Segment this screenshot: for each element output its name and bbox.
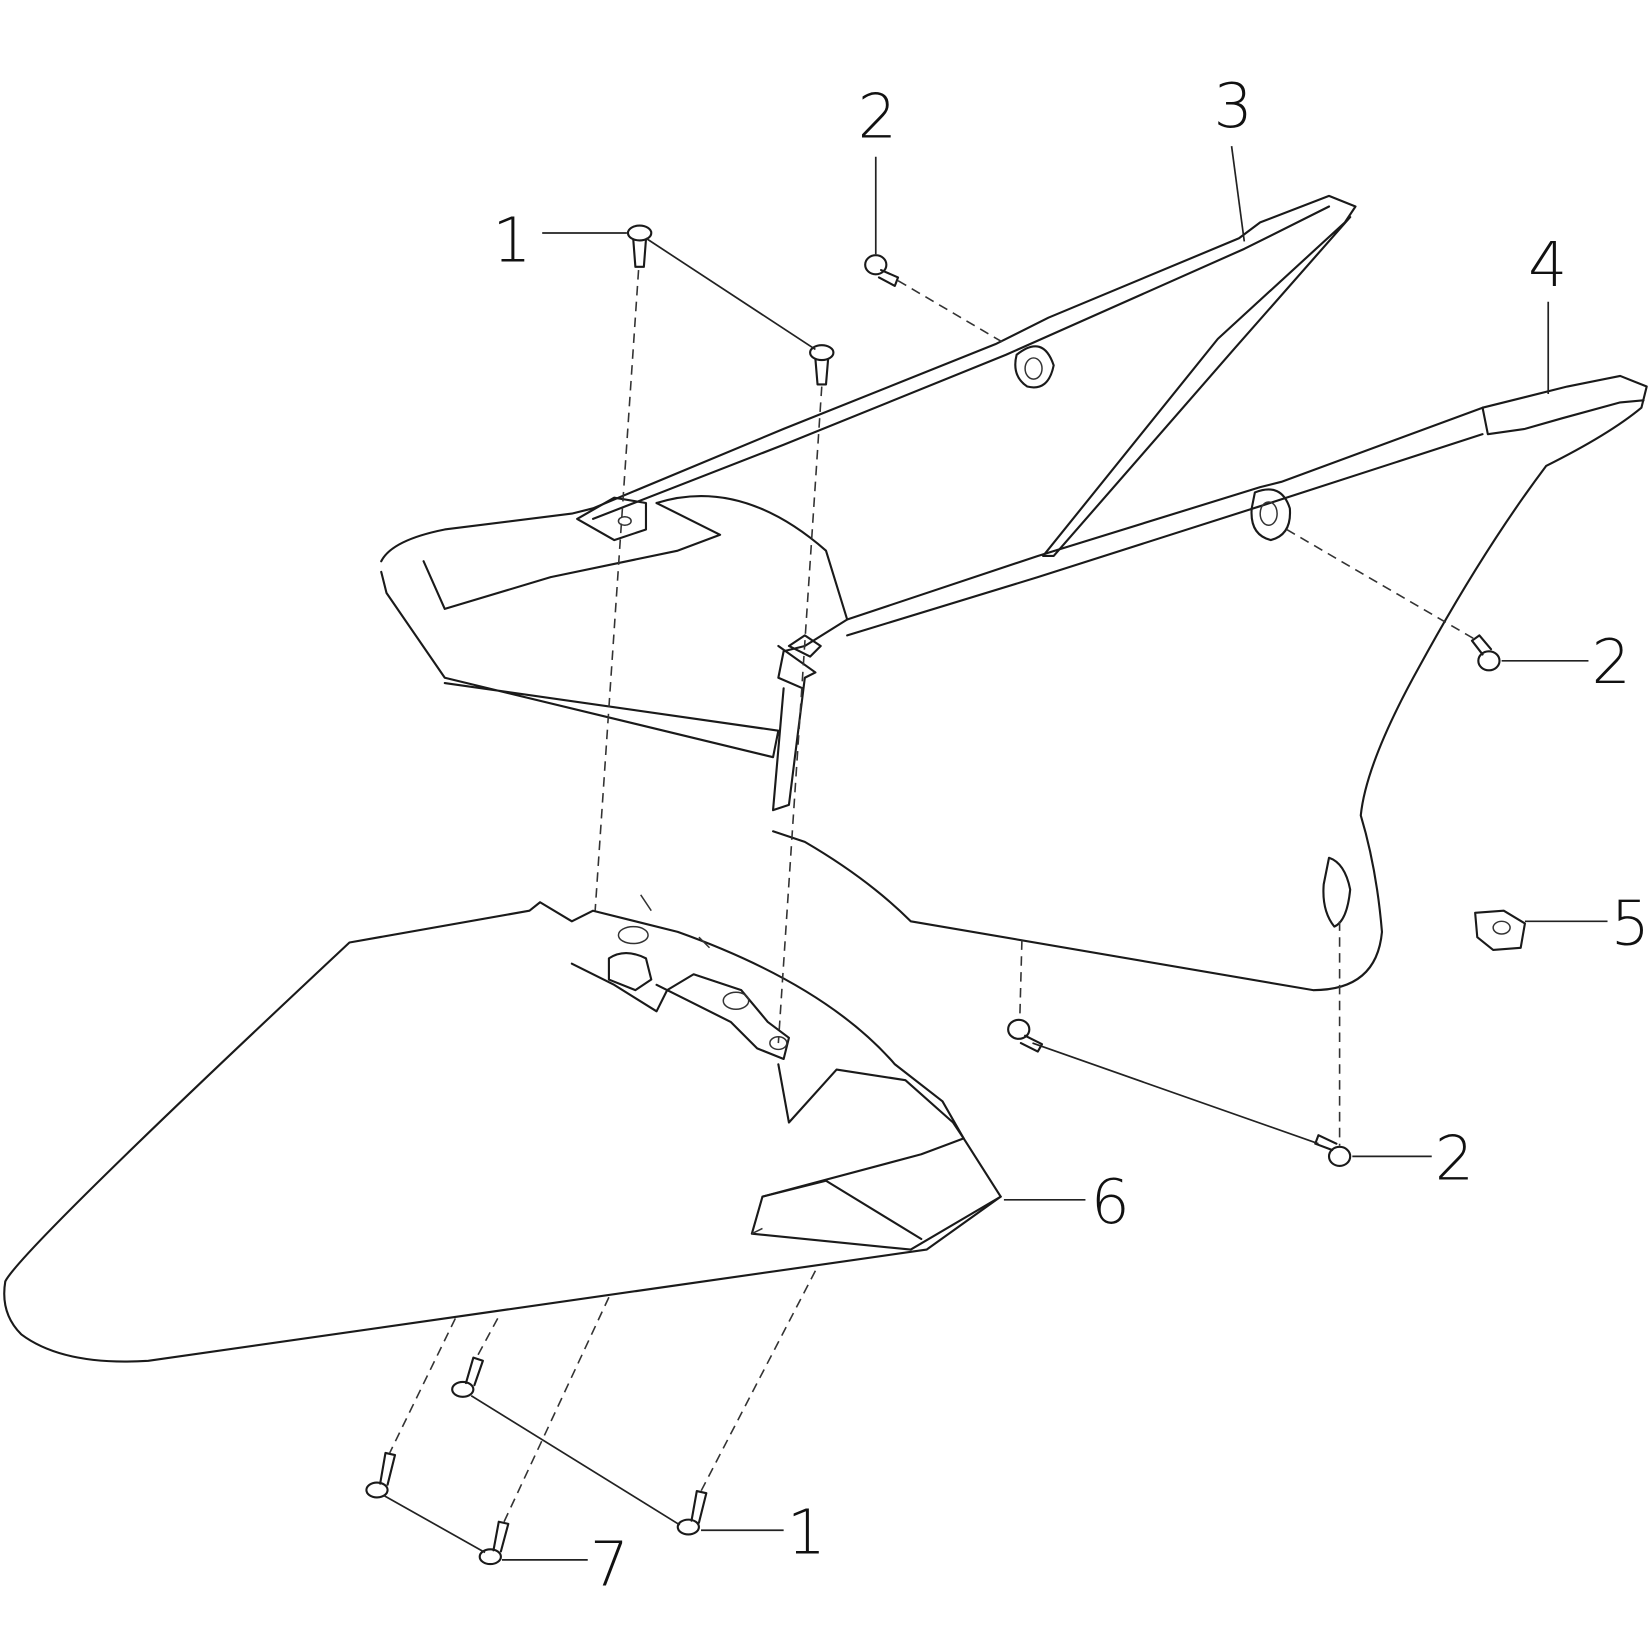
bolt-2-bottom [1314, 1134, 1352, 1167]
leader-lines [501, 146, 1608, 1561]
callout-2-right: 2 [1592, 627, 1631, 698]
part-3-inner-frame [380, 194, 1357, 812]
screw-1-bottom-a [451, 1356, 484, 1398]
callout-2-top: 2 [858, 82, 897, 153]
screw-1-top-a [626, 224, 653, 268]
bolt-2-top [864, 254, 900, 287]
callout-4: 4 [1528, 230, 1567, 301]
screw-1-top-b [809, 344, 835, 386]
callout-6: 6 [1091, 1167, 1130, 1238]
callout-7: 7 [590, 1529, 629, 1600]
fasteners [365, 224, 1526, 1566]
bolt-2-mid [1007, 1018, 1044, 1053]
callout-1-bottom: 1 [787, 1498, 826, 1569]
alignment-lines [382, 237, 1478, 1554]
screw-7-a [365, 1451, 397, 1499]
callout-3: 3 [1214, 71, 1253, 142]
bolt-2-right [1470, 634, 1501, 672]
screw-1-bottom-b [676, 1489, 708, 1536]
callout-5: 5 [1611, 889, 1650, 960]
callout-2-bottom: 2 [1435, 1124, 1474, 1195]
part-6-lower-cover [3, 894, 1002, 1363]
nut-5 [1474, 909, 1526, 951]
screw-7-b [478, 1520, 510, 1566]
part-4-side-cover [771, 374, 1648, 992]
callout-1-top: 1 [492, 206, 531, 277]
